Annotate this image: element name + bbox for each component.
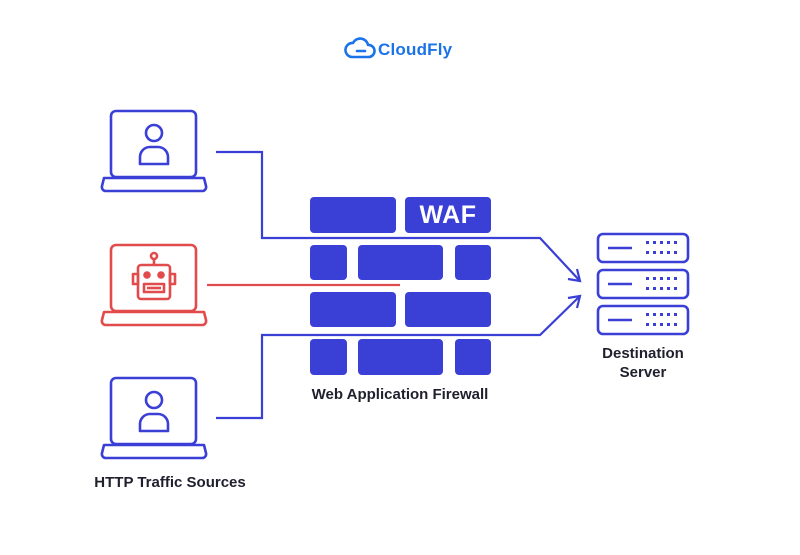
firewall-wall [310, 197, 491, 375]
brick [358, 245, 443, 280]
user-icon [138, 123, 170, 166]
legit-path-bottom [216, 295, 581, 420]
destination-caption-line1: Destination [602, 345, 684, 362]
server-unit [596, 232, 690, 264]
sources-caption: HTTP Traffic Sources [94, 474, 246, 491]
brick [358, 339, 443, 375]
server-unit [596, 268, 690, 300]
brick [310, 197, 396, 233]
server-leds [646, 241, 677, 326]
destination-caption-line2: Server [619, 364, 667, 381]
arrowhead-bottom [567, 294, 582, 309]
legit-path-top [216, 150, 581, 282]
firewall-caption: Web Application Firewall [311, 386, 489, 403]
brick [310, 245, 347, 280]
destination-caption: Destination Server [588, 344, 698, 382]
server-icon [596, 232, 690, 336]
brick [455, 245, 491, 280]
waf-badge-label: WAF [419, 201, 477, 229]
user-laptop-top [100, 109, 208, 193]
arrowhead-top [567, 268, 582, 283]
user-icon [138, 390, 170, 433]
user-laptop-bottom [100, 376, 208, 460]
cloud-icon [344, 37, 376, 59]
robot-icon [131, 251, 177, 301]
brick [310, 339, 347, 375]
brick [310, 292, 396, 327]
bot-laptop [100, 243, 208, 327]
brand-name: CloudFly [378, 40, 453, 59]
brick [455, 339, 491, 375]
brick [405, 292, 491, 327]
server-unit [596, 304, 690, 336]
waf-badge-brick [405, 197, 491, 233]
traffic-lines [207, 150, 582, 420]
